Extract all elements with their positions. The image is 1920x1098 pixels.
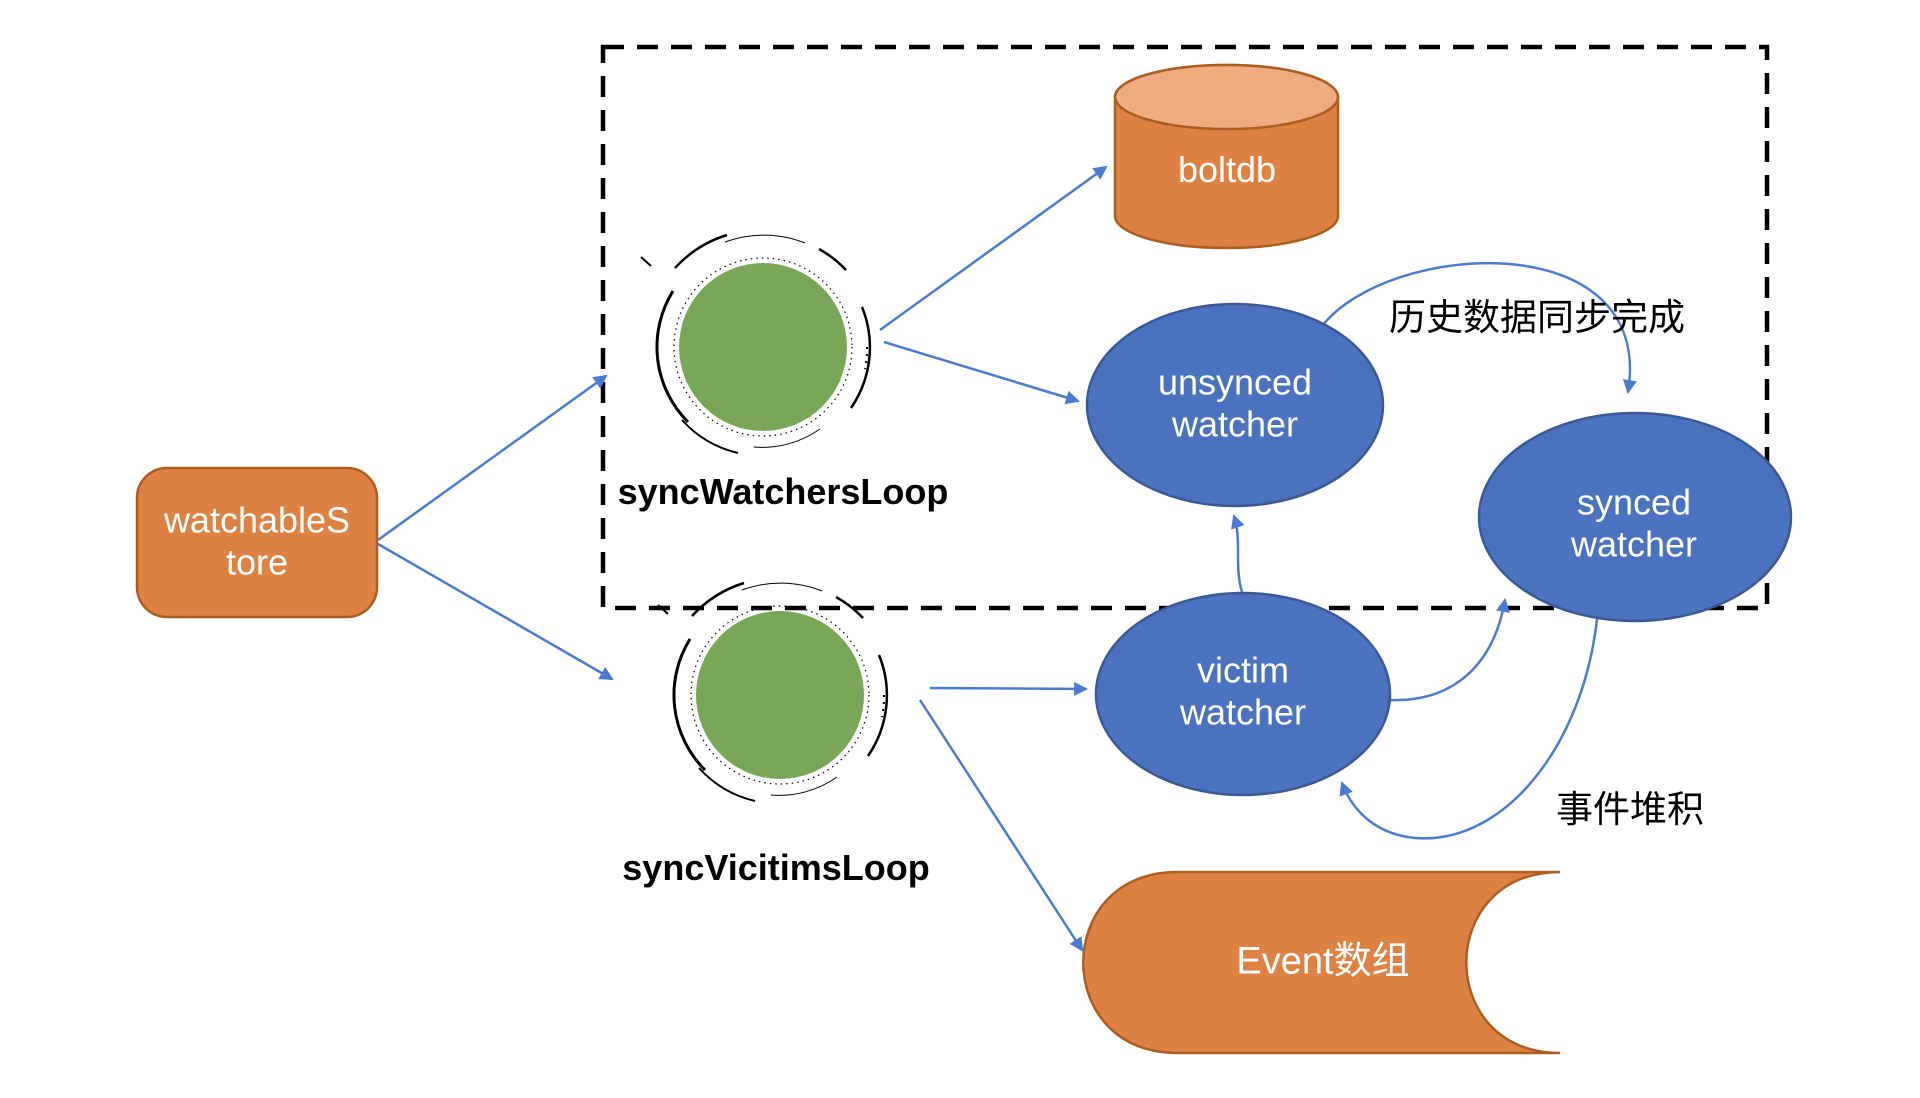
arrow-store-to-watchers-loop	[377, 374, 608, 542]
sync-watchers-loop-label: syncWatchersLoop	[617, 470, 949, 512]
event-array-label: Event数组	[1236, 940, 1410, 983]
arrow-layer	[377, 165, 1637, 952]
history-sync-done-label: 历史数据同步完成	[1389, 297, 1685, 339]
event-accumulation-label: 事件堆积	[1556, 789, 1704, 831]
sync-victims-loop-label: syncVicitimsLoop	[622, 846, 930, 888]
arrow-watchers-loop-to-unsynced	[883, 340, 1081, 405]
arrow-watchers-loop-to-boltdb	[879, 165, 1108, 332]
arrow-unsynced-to-synced	[1321, 261, 1637, 395]
green-circle-icon	[696, 611, 864, 779]
watchable-store-node	[135, 466, 379, 619]
sync-victims-loop-icon	[656, 581, 889, 803]
dashed-boundary-box	[600, 44, 1770, 611]
arrow-victims-loop-to-event-array	[918, 699, 1084, 952]
watchable-store-label: watchableS tore	[163, 499, 351, 583]
victim-watcher-node	[1094, 591, 1392, 797]
victim-watcher-label: victim watcher	[1179, 649, 1307, 733]
boltdb-cylinder	[1113, 63, 1340, 250]
synced-watcher-label: synced watcher	[1570, 481, 1698, 565]
unsynced-watcher-label: unsynced watcher	[1157, 361, 1313, 445]
synced-watcher-node	[1477, 411, 1793, 623]
cylinder-top	[1113, 63, 1340, 131]
arrow-store-to-victims-loop	[377, 542, 614, 681]
arrow-victim-to-synced	[1387, 597, 1510, 702]
green-circle-icon	[679, 263, 847, 431]
arrow-synced-to-victim	[1339, 618, 1599, 840]
arrow-victims-loop-to-victim	[929, 681, 1089, 696]
boltdb-label: boltdb	[1177, 148, 1277, 190]
sync-watchers-loop-icon	[639, 233, 872, 455]
event-array-node	[1082, 870, 1561, 1055]
arrow-victim-to-unsynced	[1231, 514, 1245, 593]
unsynced-watcher-node	[1085, 302, 1385, 508]
